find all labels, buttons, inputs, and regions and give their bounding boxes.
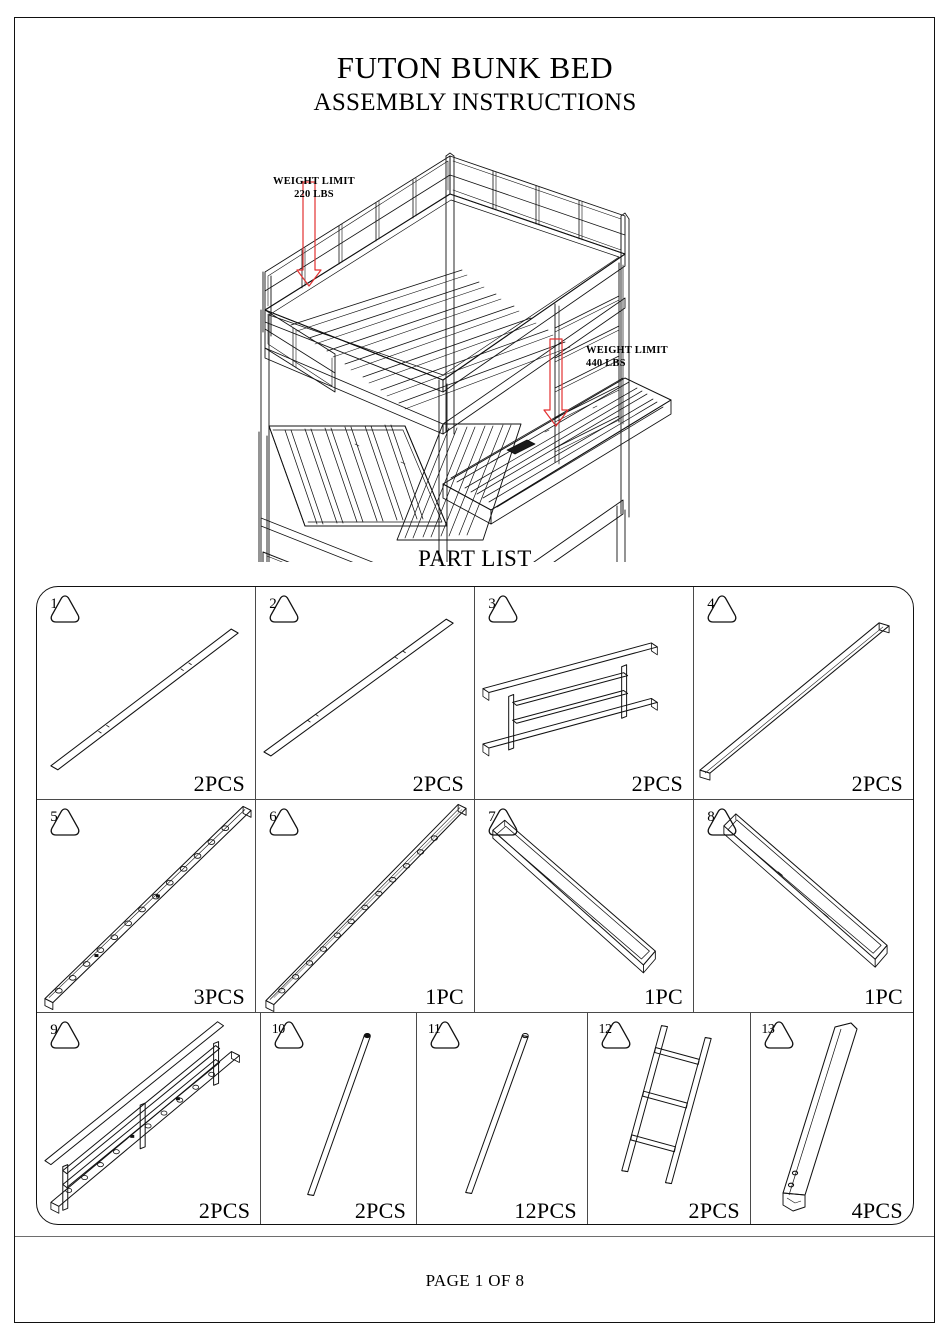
part-art-thin-rod (261, 1013, 416, 1224)
part-cell-8[interactable]: 8 1PC (694, 800, 913, 1012)
part-number-2: 2 (269, 595, 277, 612)
part-number-6: 6 (269, 808, 277, 825)
weight-limit-upper-line1: WEIGHT LIMIT (273, 176, 355, 187)
page-border (14, 17, 935, 1323)
part-number-badge-icon (705, 594, 739, 624)
part-list-row: 1 2PCS 2 2PCS (37, 587, 913, 800)
part-cell-7[interactable]: 7 1PC (475, 800, 694, 1012)
part-art-long-tube (256, 587, 474, 799)
weight-limit-upper-line2: 220 LBS (294, 188, 334, 200)
part-number-10: 10 (271, 1022, 286, 1037)
part-number-badge-icon (267, 807, 301, 837)
part-qty-10: 2PCS (354, 1198, 407, 1223)
part-number-badge-icon (48, 807, 82, 837)
part-number-badge-icon (48, 1020, 82, 1050)
part-list-heading: PART LIST (418, 546, 532, 571)
part-number-badge-icon (486, 807, 520, 837)
part-cell-12[interactable]: 12 2PCS (588, 1013, 751, 1224)
part-art-long-tube (37, 587, 255, 799)
weight-limit-label-upper: WEIGHT LIMIT 220 LBS (273, 176, 355, 202)
part-number-7: 7 (488, 808, 496, 825)
part-art-perforated-rail (256, 800, 474, 1012)
part-cell-4[interactable]: 4 2PCS (694, 587, 913, 799)
part-cell-10[interactable]: 10 2PCS (261, 1013, 418, 1224)
part-qty-12: 2PCS (688, 1198, 740, 1223)
part-list-row: 9 2PCS 10 2PCS (37, 1013, 913, 1224)
part-number-13: 13 (761, 1022, 775, 1037)
part-qty-5: 3PCS (193, 984, 245, 1009)
part-cell-11[interactable]: 11 12PCS (417, 1013, 588, 1224)
footer-divider (15, 1236, 934, 1237)
weight-limit-lower-line2: 440 LBS (586, 357, 626, 369)
part-number-badge-icon (599, 1020, 633, 1050)
page-title: FUTON BUNK BED ASSEMBLY INSTRUCTIONS (0, 52, 950, 115)
document-subtitle: ASSEMBLY INSTRUCTIONS (313, 89, 637, 116)
part-qty-3: 2PCS (631, 771, 683, 796)
part-cell-13[interactable]: 13 4PCS (751, 1013, 913, 1224)
part-art-square-post (751, 1013, 913, 1224)
part-number-badge-icon (272, 1020, 306, 1050)
part-number-badge-icon (48, 594, 82, 624)
part-qty-7: 1PC (644, 984, 683, 1009)
part-qty-2: 2PCS (412, 771, 464, 796)
part-number-badge-icon (267, 594, 301, 624)
part-cell-2[interactable]: 2 2PCS (256, 587, 475, 799)
part-cell-5[interactable]: 5 3PCS (37, 800, 256, 1012)
part-number-badge-icon (486, 594, 520, 624)
part-art-perforated-rail (37, 800, 255, 1012)
part-qty-11: 12PCS (514, 1198, 577, 1223)
part-art-thin-rod (417, 1013, 587, 1224)
part-cell-3[interactable]: 3 2PCS (475, 587, 694, 799)
part-cell-1[interactable]: 1 2PCS (37, 587, 256, 799)
part-number-11: 11 (427, 1022, 441, 1037)
part-number-badge-icon (705, 807, 739, 837)
part-qty-1: 2PCS (193, 771, 245, 796)
part-qty-8: 1PC (864, 984, 903, 1009)
part-cell-9[interactable]: 9 2PCS (37, 1013, 262, 1224)
weight-limit-label-lower: WEIGHT LIMIT 440 LBS (586, 345, 668, 371)
part-number-9: 9 (50, 1021, 58, 1038)
part-number-5: 5 (50, 808, 58, 825)
bunk-bed-illustration (205, 132, 745, 562)
part-art-flat-frame (475, 800, 693, 1012)
document-title: FUTON BUNK BED (336, 50, 614, 85)
part-qty-9: 2PCS (198, 1198, 251, 1223)
part-art-ladder (588, 1013, 750, 1224)
part-number-4: 4 (707, 595, 715, 612)
part-list-table: 1 2PCS 2 2PCS (36, 586, 914, 1225)
part-art-flat-bar (694, 587, 913, 799)
part-qty-6: 1PC (425, 984, 464, 1009)
part-qty-4: 2PCS (851, 771, 903, 796)
part-art-slatted-guard (37, 1013, 260, 1224)
weight-limit-lower-line1: WEIGHT LIMIT (586, 345, 668, 356)
part-number-8: 8 (707, 808, 715, 825)
part-cell-6[interactable]: 6 1PC (256, 800, 475, 1012)
part-qty-13: 4PCS (851, 1198, 903, 1223)
part-number-badge-icon (762, 1020, 796, 1050)
part-number-1: 1 (50, 595, 58, 612)
part-number-badge-icon (428, 1020, 462, 1050)
part-list-row: 5 3PCS (37, 800, 913, 1013)
page-footer: PAGE 1 OF 8 (425, 1271, 525, 1290)
part-art-flat-frame (694, 800, 913, 1012)
part-art-guard-rail-panel (475, 587, 693, 799)
part-number-3: 3 (488, 595, 496, 612)
part-number-12: 12 (598, 1022, 612, 1037)
